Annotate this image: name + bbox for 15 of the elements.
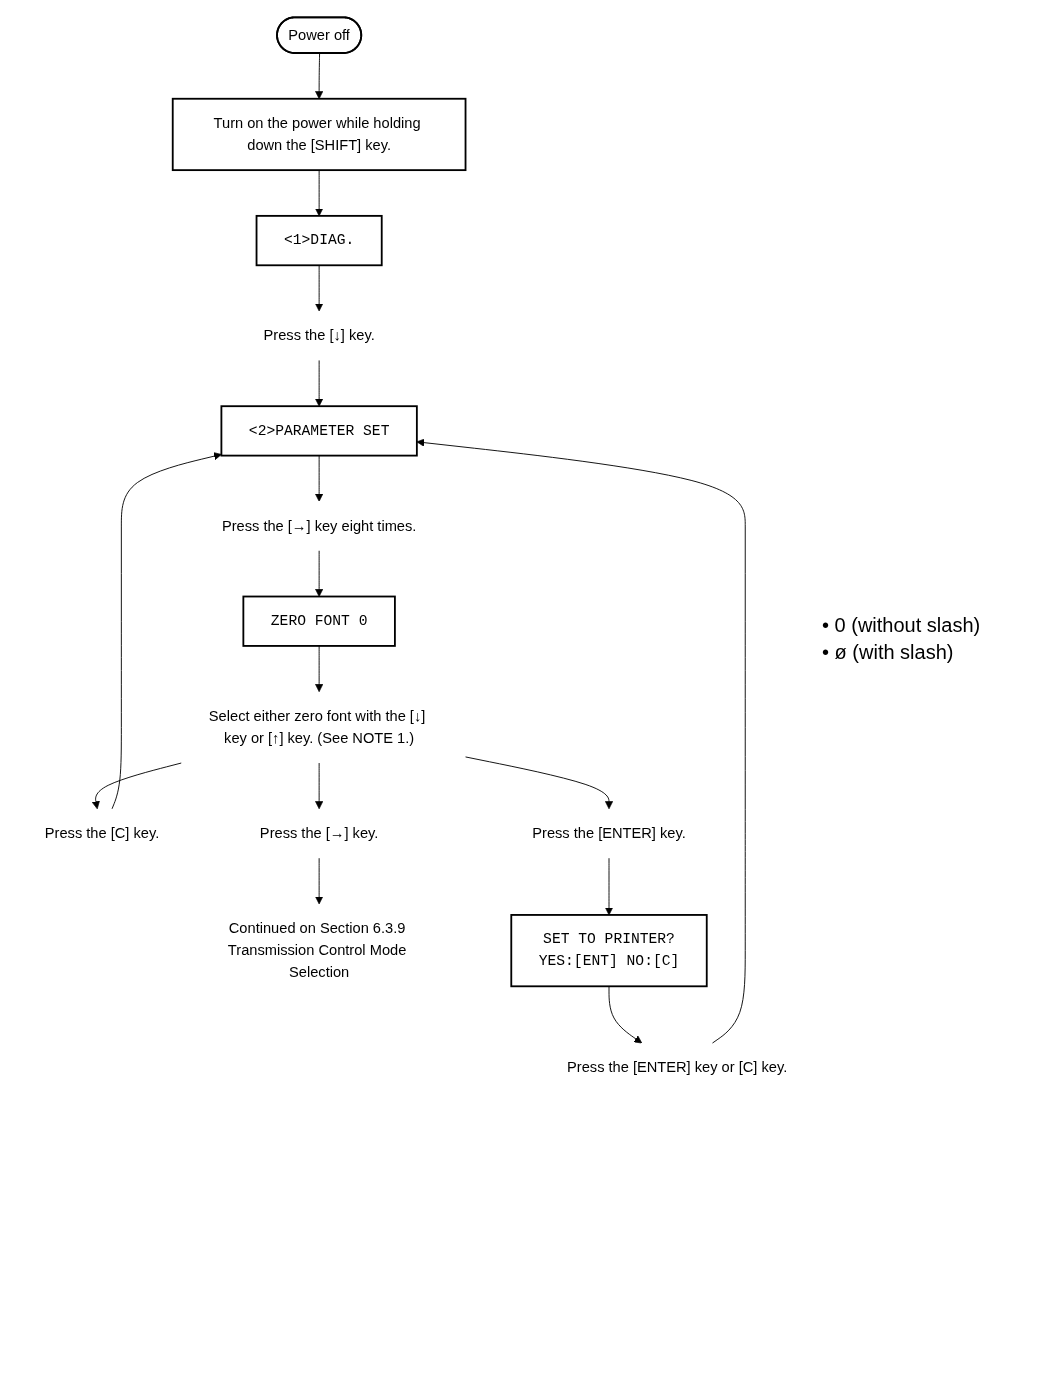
node-text: Continued on Section 6.3.9 Transmission Control Mode Selection xyxy=(227,920,407,980)
node-text: Press the [↓] key. xyxy=(263,327,375,344)
node-text: Select either zero font with the [↓] key or [↑] key. (See NOTE 1.) xyxy=(208,708,426,746)
node-box: Turn on the power while holding down the [SHIFT] key. xyxy=(171,97,467,172)
node-box: ZERO FONT 0 xyxy=(242,595,396,647)
node-box: <1>DIAG. xyxy=(255,214,383,267)
node-box: <2>PARAMETER SET xyxy=(220,405,418,457)
node-box: SET TO PRINTER? YES:[ENT] NO:[C] xyxy=(510,914,708,988)
note-text: • 0 (without slash) xyxy=(822,614,982,637)
node-text: Press the [C] key. xyxy=(44,825,160,841)
node-text: Press the [ENTER] key or [C] key. xyxy=(567,1059,788,1076)
node-text: Press the [ENTER] key. xyxy=(532,825,686,841)
note-text: • ø (with slash) xyxy=(822,641,955,664)
node-text: Press the [→] key. xyxy=(259,825,379,841)
node-text: Press the [→] key eight times. xyxy=(221,517,417,534)
